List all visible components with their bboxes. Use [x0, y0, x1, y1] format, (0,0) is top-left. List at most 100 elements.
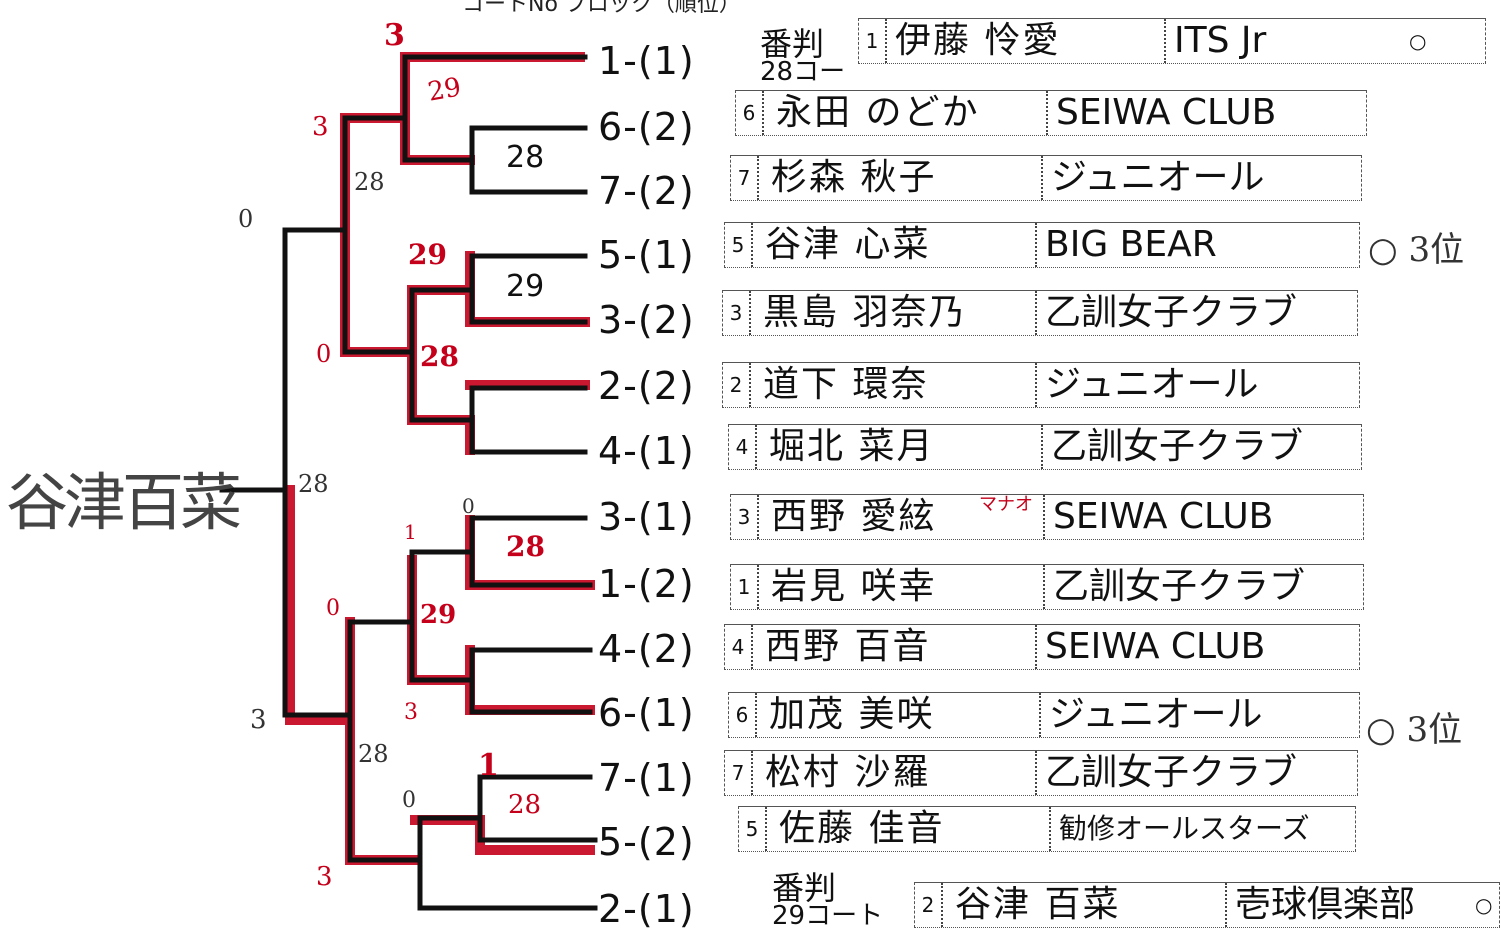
entry-row: 3 西野 愛絃 マナオ SEIWA CLUB	[730, 494, 1364, 540]
page-header: コートNo ブロック（順位）	[462, 0, 741, 17]
seed-label: 2-(1)	[598, 887, 695, 931]
entry-number: 2	[723, 363, 751, 407]
score-semi-bottom-upper: 0	[326, 596, 340, 621]
entry-name: 加茂 美咲	[769, 694, 935, 735]
match-ref-28: 28	[506, 140, 545, 175]
entry-row: 2 谷津 百菜 壱球倶楽部 ○	[914, 882, 1500, 928]
entry-club: 乙訓女子クラブ	[1043, 565, 1305, 609]
entry-row: 3 黒島 羽奈乃 乙訓女子クラブ	[722, 290, 1358, 336]
entry-club: 勧修オールスターズ	[1049, 807, 1310, 851]
entry-number: 1	[859, 19, 887, 63]
entry-name: 松村 沙羅	[765, 752, 931, 793]
score-r1-e: 3	[404, 700, 418, 725]
entry-name: 谷津 心菜	[765, 224, 931, 265]
entry-club: 乙訓女子クラブ	[1035, 751, 1297, 795]
entry-club: BIG BEAR	[1035, 223, 1217, 267]
entry-number: 4	[729, 425, 757, 469]
referee-court: 29コート	[772, 901, 884, 931]
entry-note: マナオ	[979, 494, 1033, 515]
score-r1-c: 1	[404, 520, 417, 544]
score-final-top: 0	[238, 205, 254, 233]
entry-name: 永田 のどか	[776, 92, 980, 133]
referee-top: 番判 28コー	[760, 25, 846, 87]
entry-club: ジュニオール	[1041, 156, 1264, 200]
entry-number: 4	[725, 625, 753, 669]
seed-label: 7-(2)	[598, 169, 695, 213]
seed-label: 3-(1)	[598, 495, 695, 539]
entry-row: 5 谷津 心菜 BIG BEAR	[724, 222, 1360, 268]
score-final-bottom: 3	[250, 705, 267, 735]
entry-number: 2	[915, 883, 943, 927]
score-semi-top-upper: 3	[312, 112, 329, 142]
entry-club: 壱球倶楽部	[1225, 883, 1415, 927]
score-semi-top-lower: 0	[316, 340, 332, 368]
score-r1-b: 0	[462, 494, 475, 518]
entry-row: 1 伊藤 怜愛 ITS Jr ○	[858, 18, 1486, 64]
entry-name: 堀北 菜月	[769, 426, 935, 467]
referee-bottom: 番判 29コート	[772, 869, 884, 931]
entry-number: 1	[731, 565, 759, 609]
entry-row: 7 杉森 秋子 ジュニオール	[730, 155, 1362, 201]
entry-name: 伊藤 怜愛	[895, 20, 1061, 61]
entry-name: 杉森 秋子	[771, 157, 937, 198]
entry-number: 5	[725, 223, 753, 267]
entry-club: SEIWA CLUB	[1035, 625, 1265, 669]
court-mark-f: 29	[420, 600, 457, 630]
court-mark-a: 29	[425, 72, 464, 108]
winner-handwritten: 谷津百菜	[6, 466, 242, 539]
seed-label: 3-(2)	[598, 298, 695, 342]
entry-row: 1 岩見 咲幸 乙訓女子クラブ	[730, 564, 1364, 610]
seed-label: 6-(2)	[598, 105, 695, 149]
seed-label: 2-(2)	[598, 364, 695, 408]
entry-name: 谷津 百菜	[955, 884, 1121, 925]
seed-label: 6-(1)	[598, 691, 695, 735]
entry-row: 2 道下 環奈 ジュニオール	[722, 362, 1360, 408]
score-r1-f: 1	[478, 748, 499, 783]
score-final-court: 28	[298, 470, 329, 498]
entry-club: 乙訓女子クラブ	[1035, 291, 1297, 335]
seed-label: 1-(1)	[598, 39, 695, 83]
seed-label: 4-(1)	[598, 429, 695, 473]
court-mark-e: 28	[506, 530, 545, 563]
entry-club: ITS Jr	[1164, 19, 1266, 63]
seed-label: 1-(2)	[598, 562, 695, 606]
entry-name: 西野 愛絃	[771, 496, 937, 537]
entry-club: 乙訓女子クラブ	[1041, 425, 1303, 469]
entry-row: 4 西野 百音 SEIWA CLUB	[724, 624, 1360, 670]
entry-club: ジュニオール	[1039, 693, 1262, 737]
score-semi-bottom-lower: 3	[316, 862, 333, 892]
referee-label: 番判	[760, 25, 825, 63]
entry-name: 佐藤 佳音	[779, 808, 945, 849]
entry-row: 5 佐藤 佳音 勧修オールスターズ	[738, 806, 1356, 852]
entry-row: 7 松村 沙羅 乙訓女子クラブ	[724, 750, 1358, 796]
entry-mark: ○	[1409, 29, 1427, 53]
court-mark-b: 28	[354, 168, 385, 196]
entry-number: 3	[731, 495, 759, 539]
bracket-black	[219, 54, 598, 911]
entry-mark: ○ 3位	[1366, 710, 1463, 750]
court-mark-c: 29	[408, 238, 447, 271]
score-r1-a: 3	[384, 18, 405, 53]
entry-row: 6 加茂 美咲 ジュニオール	[728, 692, 1360, 738]
entry-number: 3	[723, 291, 751, 335]
entry-number: 6	[729, 693, 757, 737]
entry-name: 西野 百音	[765, 626, 931, 667]
entry-name: 道下 環奈	[763, 364, 929, 405]
entry-number: 5	[739, 807, 767, 851]
entry-row: 4 堀北 菜月 乙訓女子クラブ	[728, 424, 1362, 470]
referee-label: 番判	[772, 869, 837, 907]
court-mark-h: 28	[508, 790, 542, 820]
entry-name: 黒島 羽奈乃	[763, 292, 967, 333]
entry-mark: ○	[1475, 893, 1493, 917]
entry-number: 7	[725, 751, 753, 795]
entry-number: 7	[731, 156, 759, 200]
entry-club: SEIWA CLUB	[1043, 495, 1273, 539]
seed-label: 5-(2)	[598, 820, 695, 864]
seed-label: 7-(1)	[598, 756, 695, 800]
court-mark-d: 28	[420, 340, 459, 373]
red-highlight-paths	[285, 52, 595, 865]
referee-court: 28コー	[760, 57, 846, 87]
entry-name: 岩見 咲幸	[771, 566, 937, 607]
entry-row: 6 永田 のどか SEIWA CLUB	[735, 90, 1367, 136]
